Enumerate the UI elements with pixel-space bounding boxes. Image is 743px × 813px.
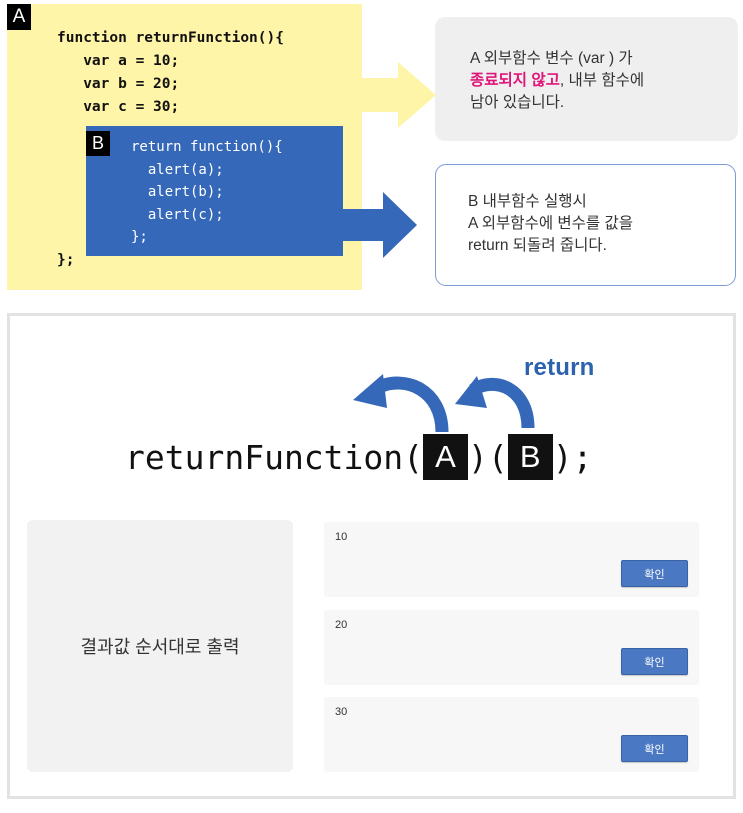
info-box-b — [435, 164, 736, 286]
expr-mid: )( — [468, 437, 508, 477]
info-a-line2-rest: , 내부 함수에 — [559, 72, 645, 89]
expr-box-b: B — [507, 434, 553, 480]
function-call-expression: returnFunction( A )( B ); — [125, 434, 593, 480]
result-output-area — [27, 520, 293, 772]
confirm-button[interactable]: 확인 — [621, 648, 688, 675]
confirm-button[interactable]: 확인 — [621, 735, 688, 762]
confirm-button[interactable]: 확인 — [621, 560, 688, 587]
label-b-badge: B — [86, 131, 110, 156]
result-value: 10 — [335, 531, 348, 543]
result-row: 10 확인 — [324, 522, 699, 597]
code-block-b — [86, 126, 343, 256]
code-b: return function(){ alert(a); alert(b); a… — [131, 139, 283, 245]
expr-func-name: returnFunction( — [125, 437, 424, 477]
code-a-bottom: }; — [57, 252, 75, 268]
info-box-a — [435, 17, 738, 141]
code-a-top: function returnFunction(){ var a = 10; v… — [57, 30, 284, 115]
result-value: 20 — [335, 619, 348, 631]
return-label: return — [524, 354, 595, 381]
label-a-badge: A — [7, 4, 31, 30]
info-a-line3: 남아 있습니다. — [470, 94, 565, 111]
info-b-line2: A 외부함수에 변수를 값을 — [468, 215, 634, 232]
info-a-line1: A 외부함수 변수 (var ) 가 — [470, 50, 633, 67]
info-b-line3: return 되돌려 줍니다. — [468, 237, 607, 254]
expr-box-a: A — [423, 434, 469, 480]
info-b-line1: B 내부함수 실행시 — [468, 193, 587, 210]
arrow-right-yellow-icon — [362, 62, 436, 128]
result-value: 30 — [335, 706, 348, 718]
info-a-line2: 종료되지 않고, 내부 함수에 — [470, 70, 644, 92]
result-output-label: 결과값 순서대로 출력 — [80, 637, 240, 657]
expr-end: ); — [552, 437, 593, 477]
result-row: 20 확인 — [324, 610, 699, 685]
result-row: 30 확인 — [324, 697, 699, 772]
arrow-right-blue-icon — [341, 192, 417, 258]
info-b-text: B 내부함수 실행시 A 외부함수에 변수를 값을 return 되돌려 줍니다… — [468, 191, 633, 257]
curved-return-arrows-icon — [353, 374, 535, 433]
info-a-text: A 외부함수 변수 (var ) 가 종료되지 않고, 내부 함수에 남아 있습… — [470, 48, 644, 114]
info-a-accent: 종료되지 않고 — [470, 72, 560, 89]
